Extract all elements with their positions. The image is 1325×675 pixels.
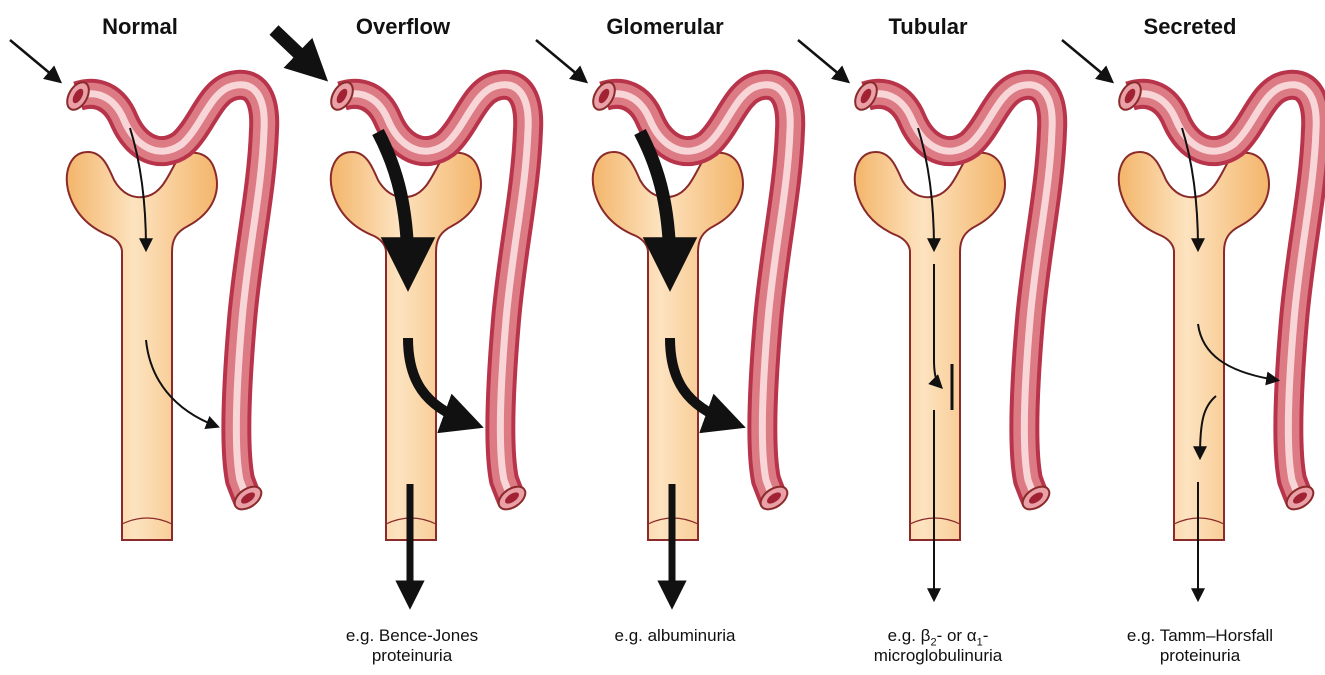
beta-symbol: β: [921, 626, 931, 645]
title-secreted: Secreted: [1090, 14, 1290, 40]
caption-tubular: e.g. β2- or α1- microglobulinuria: [818, 626, 1058, 666]
caption-tubular-suffix: -: [983, 626, 989, 645]
inflow-arrow: [536, 40, 584, 80]
caption-secreted-line2: proteinuria: [1080, 646, 1320, 666]
panel-tubular: [798, 40, 1053, 598]
inflow-arrow: [1062, 40, 1110, 80]
title-tubular: Tubular: [828, 14, 1028, 40]
panel-secreted: [1062, 40, 1317, 598]
caption-tubular-line2: microglobulinuria: [818, 646, 1058, 666]
nephron-graphic: [1115, 79, 1318, 540]
nephron-graphic: [589, 79, 792, 540]
nephron-graphic: [851, 79, 1054, 540]
caption-tubular-middle: - or: [937, 626, 967, 645]
title-overflow: Overflow: [303, 14, 503, 40]
panel-glomerular: [536, 40, 791, 598]
panel-overflow: [274, 30, 529, 598]
panel-normal: [10, 40, 265, 540]
title-normal: Normal: [40, 14, 240, 40]
caption-tubular-line1: e.g. β2- or α1-: [818, 626, 1058, 646]
caption-overflow-line2: proteinuria: [292, 646, 532, 666]
nephron-graphic: [63, 79, 266, 540]
title-glomerular: Glomerular: [565, 14, 765, 40]
caption-glomerular-line1: e.g. albuminuria: [555, 626, 795, 646]
inflow-arrow: [10, 40, 58, 80]
caption-secreted: e.g. Tamm–Horsfall proteinuria: [1080, 626, 1320, 666]
caption-tubular-prefix: e.g.: [888, 626, 921, 645]
nephron-graphic: [327, 79, 530, 540]
alpha-symbol: α: [967, 626, 977, 645]
caption-overflow-line1: e.g. Bence-Jones: [292, 626, 532, 646]
inflow-arrow: [798, 40, 846, 80]
caption-overflow: e.g. Bence-Jones proteinuria: [292, 626, 532, 666]
caption-glomerular: e.g. albuminuria: [555, 626, 795, 646]
caption-secreted-line1: e.g. Tamm–Horsfall: [1080, 626, 1320, 646]
